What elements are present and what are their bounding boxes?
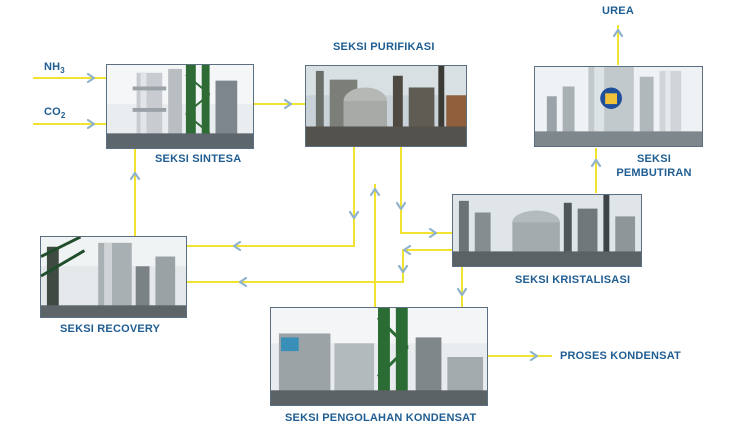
pengolahan-kondensat-plant-photo xyxy=(270,307,488,406)
proses-kondensat-arrow-icon xyxy=(529,350,539,362)
seksi-pembutiran-label: SEKSI PEMBUTIRAN xyxy=(612,152,696,180)
purifikasi-plant-photo xyxy=(305,65,467,147)
urea-arrow-icon xyxy=(612,28,624,38)
kristalisasi-down-arrow-icon xyxy=(397,264,409,274)
kristalisasi-to-recovery-line xyxy=(187,249,452,283)
seksi-recovery-label: SEKSI RECOVERY xyxy=(60,323,161,335)
pembutiran-label-line1: SEKSI xyxy=(636,153,671,165)
seksi-kristalisasi-label: SEKSI KRISTALISASI xyxy=(515,274,631,286)
pengolahan-up-arrow-icon xyxy=(369,187,381,197)
purifikasi-kristalisasi-down-arrow-icon xyxy=(395,201,407,211)
purifikasi-to-kristalisasi-line xyxy=(400,146,452,234)
nh3-label: NH3 xyxy=(44,60,65,76)
recovery-in-arrow-icon xyxy=(232,240,242,252)
pembutiran-label-line2: PEMBUTIRAN xyxy=(616,167,692,179)
purifikasi-to-recovery-line xyxy=(187,146,355,247)
proses-kondensat-label: PROSES KONDENSAT xyxy=(560,350,681,362)
recovery-in2-arrow-icon xyxy=(238,276,248,288)
seksi-sintesa-label: SEKSI SINTESA xyxy=(155,153,242,165)
nh3-arrow-icon xyxy=(86,72,96,84)
pembutiran-up-arrow-icon xyxy=(590,158,602,168)
recovery-sintesa-arrow-icon xyxy=(129,171,141,181)
sintesa-purifikasi-arrow-icon xyxy=(283,98,293,110)
kristalisasi-in-arrow-icon xyxy=(428,227,438,239)
co2-label-base: CO xyxy=(44,106,61,118)
kristalisasi-plant-photo xyxy=(452,194,642,267)
urea-label: UREA xyxy=(602,5,634,17)
purifikasi-down-arrow-icon xyxy=(348,210,360,220)
recovery-plant-photo xyxy=(40,236,187,318)
nh3-label-base: NH xyxy=(44,61,61,73)
pembutiran-plant-photo xyxy=(534,66,703,147)
kristalisasi-out-arrow-icon xyxy=(402,244,412,256)
seksi-pengolahan-kondensat-label: SEKSI PENGOLAHAN KONDENSAT xyxy=(285,412,477,424)
co2-arrow-icon xyxy=(86,118,96,130)
seksi-purifikasi-label: SEKSI PURIFIKASI xyxy=(333,41,435,53)
kristalisasi-pengolahan-arrow-icon xyxy=(456,287,468,297)
co2-label-subscript: 2 xyxy=(60,111,66,121)
co2-label: CO2 xyxy=(44,105,66,121)
sintesa-plant-photo xyxy=(106,64,254,149)
nh3-label-subscript: 3 xyxy=(60,66,65,76)
